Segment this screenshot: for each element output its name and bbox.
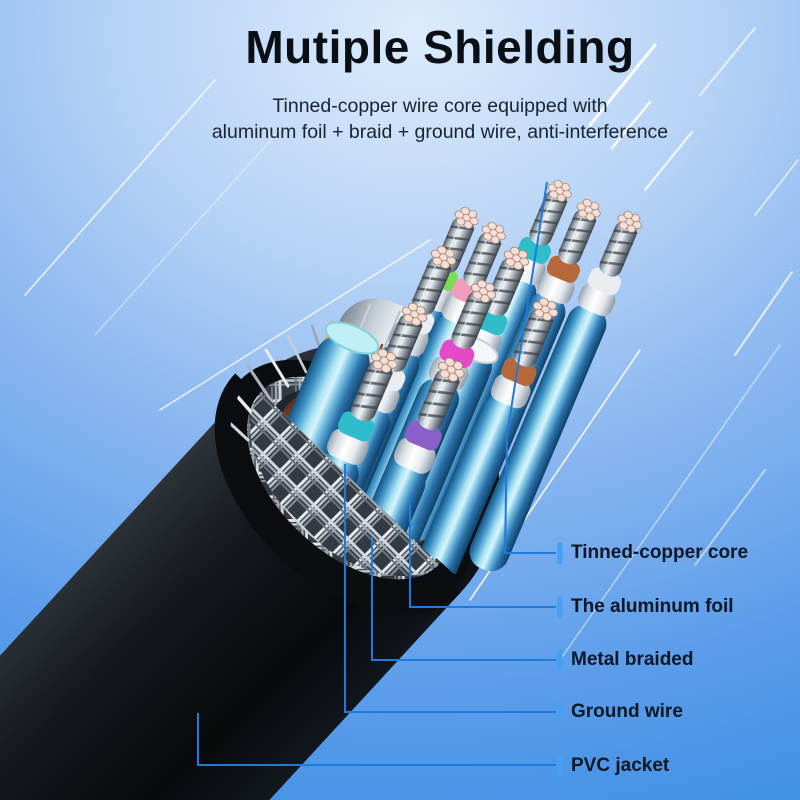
- leader-metal-braided: [371, 537, 556, 661]
- tick-metal-braided: [557, 649, 563, 671]
- callout-label-aluminum-foil: The aluminum foil: [571, 596, 734, 617]
- leader-aluminum-foil: [409, 497, 556, 608]
- tick-pvc-jacket: [557, 755, 563, 777]
- callout-lines: [197, 181, 556, 766]
- tick-ground-wire: [557, 701, 563, 723]
- callout-label-pvc-jacket: PVC jacket: [571, 755, 670, 776]
- leader-ground-wire: [344, 464, 556, 713]
- leader-tinned-copper-core: [503, 181, 556, 554]
- subtitle-line-2: aluminum foil + braid + ground wire, ant…: [211, 121, 669, 143]
- subtitle: Tinned-copper wire core equipped with al…: [80, 93, 800, 145]
- leader-pvc-jacket: [197, 713, 556, 766]
- page-title: Mutiple Shielding: [245, 21, 635, 73]
- callout-label-metal-braided: Metal braided: [571, 649, 694, 670]
- subtitle-line-1: Tinned-copper wire core equipped with: [272, 95, 608, 117]
- callout-label-tinned-copper-core: Tinned-copper core: [571, 542, 749, 563]
- callout-ticks: [557, 542, 563, 777]
- tick-tinned-copper-core: [557, 542, 563, 564]
- tick-aluminum-foil: [557, 596, 563, 618]
- speed-lines: [24, 27, 799, 661]
- callout-label-ground-wire: Ground wire: [571, 701, 683, 722]
